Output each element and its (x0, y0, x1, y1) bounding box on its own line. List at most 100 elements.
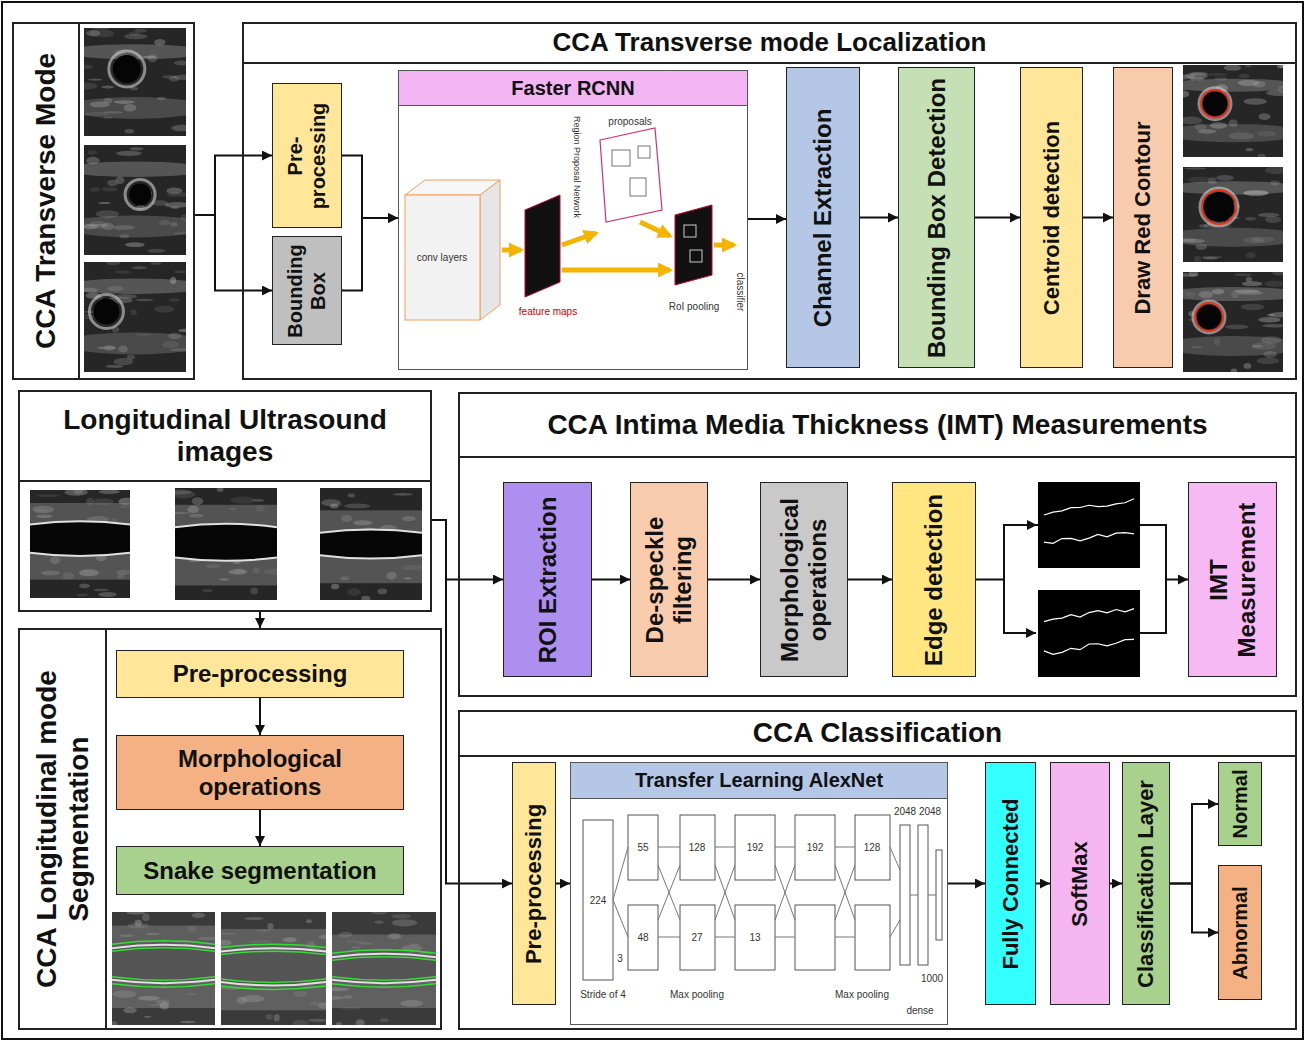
edge-map (1038, 590, 1140, 677)
speckle (1225, 324, 1249, 329)
figure-label: 2048 (894, 806, 916, 817)
vessel-lumen (112, 945, 215, 983)
speckle (174, 271, 186, 273)
snake-contour (112, 941, 215, 944)
speckle (105, 262, 120, 265)
speckle (1258, 213, 1280, 218)
intima-line (175, 557, 277, 560)
connector-arrow (259, 698, 261, 735)
figure-label: RoI pooling (669, 301, 720, 312)
speckle (1272, 272, 1283, 275)
section-header: CCA Intima Media Thickness (IMT) Measure… (460, 394, 1295, 458)
process-label: Channel Extraction (809, 74, 837, 362)
figure-label: 13 (749, 932, 760, 943)
layer-link (835, 847, 855, 848)
vessel-lumen (320, 529, 422, 558)
section-title: CCA Transverse mode Localization (553, 28, 987, 58)
intima-line (30, 521, 130, 524)
speckle (1224, 65, 1241, 71)
edge-trace (1044, 499, 1134, 515)
section-panel: CCA Transverse mode LocalizationPre-proc… (242, 22, 1297, 380)
network-panel: Faster RCNN (398, 70, 748, 370)
connector-arrow (748, 218, 786, 220)
vessel-wall (109, 51, 145, 87)
branch-line (1140, 580, 1166, 634)
speckle (154, 306, 174, 313)
snake-contour (332, 977, 436, 980)
layer-link (910, 895, 918, 896)
conv-block-front (405, 195, 480, 320)
speckle (392, 919, 417, 926)
process-box: De-speckle filtering (630, 482, 708, 677)
speckle (99, 490, 120, 494)
connector-arrow (556, 883, 570, 885)
vessel-lumen (1203, 92, 1227, 116)
edge-map (1038, 482, 1140, 568)
speckle (267, 923, 273, 930)
snake-contour (112, 948, 215, 951)
figure-label: dense (906, 1005, 933, 1016)
speckle (1243, 98, 1266, 104)
process-label: ROI Extraction (534, 489, 562, 671)
proposal-box (612, 150, 630, 166)
tissue-band (84, 97, 186, 119)
speckle (79, 583, 90, 588)
layer-link (835, 865, 855, 920)
dense-layer (900, 825, 910, 965)
process-box: ROI Extraction (503, 482, 592, 677)
process-label: Centroid detection (1039, 74, 1064, 362)
speckle (1234, 273, 1252, 276)
process-box: Bounding Box Detection (898, 67, 975, 368)
section-header: Longitudinal Ultrasound images (20, 392, 430, 482)
speckle (174, 61, 186, 66)
speckle (1245, 65, 1251, 67)
roi-pool-map (675, 205, 712, 285)
speckle (89, 187, 99, 191)
tissue-band (221, 982, 326, 1010)
snake-contour (332, 950, 436, 953)
ultrasound-image (1183, 65, 1283, 157)
process-box: Channel Extraction (786, 67, 860, 368)
speckle (344, 504, 370, 509)
process-label: De-speckle filtering (641, 489, 696, 671)
tissue-band (112, 926, 215, 949)
vessel-lumen (30, 521, 130, 556)
connector-arrow (259, 612, 261, 628)
tissue-band (30, 503, 130, 525)
layer-link (658, 865, 680, 920)
image-ground (175, 488, 277, 600)
speckle (391, 914, 411, 918)
image-ground (30, 490, 130, 598)
section-title: CCA Intima Media Thickness (IMT) Measure… (547, 409, 1207, 441)
tissue-band (332, 935, 436, 958)
speckle (266, 1014, 273, 1020)
intima-line (320, 555, 422, 558)
tissue-band (1183, 336, 1283, 356)
figure-label: Max pooling (670, 989, 724, 1000)
intima-line (320, 529, 422, 532)
layer-link (658, 865, 680, 920)
speckle (169, 298, 180, 301)
speckle (1246, 252, 1256, 259)
ultrasound-image (221, 912, 326, 1025)
ultrasound-image (84, 28, 186, 136)
section-header: CCA Transverse mode Localization (244, 24, 1295, 64)
process-box: SoftMax (1050, 762, 1110, 1005)
layer-link (928, 895, 936, 896)
speckle (250, 588, 258, 595)
layer-link (775, 937, 795, 938)
speckle (171, 125, 186, 131)
process-label: IMT Measurement (1205, 489, 1260, 671)
vessel-lumen (113, 55, 141, 83)
speckle (125, 242, 145, 247)
layer-link (890, 920, 900, 937)
proposal-box (630, 178, 646, 196)
flow-arrow (640, 222, 670, 236)
snake-contour (221, 986, 326, 989)
tissue-band (332, 980, 436, 1008)
tissue-band (175, 505, 277, 527)
speckle (1258, 317, 1280, 322)
connector-arrow (432, 520, 512, 884)
speckle (116, 151, 141, 156)
